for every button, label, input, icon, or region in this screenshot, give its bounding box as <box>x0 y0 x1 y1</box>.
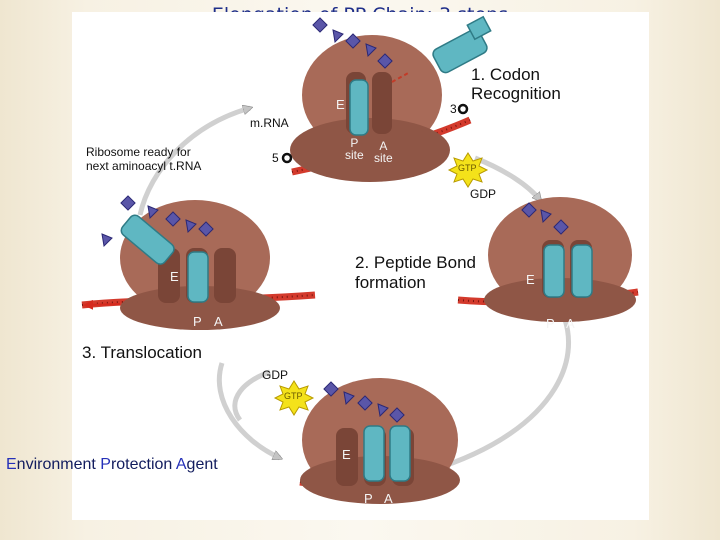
a-label-bottom: A <box>384 491 393 506</box>
footer-seg-1: nvironment <box>16 456 101 473</box>
a-label-left: A <box>214 314 223 329</box>
ribosome-bottom <box>300 378 460 504</box>
e-site-label-bottom: E <box>342 447 351 462</box>
gdp-label-right: GDP <box>470 187 497 201</box>
gtp-label-top: GTP <box>458 163 477 173</box>
incoming-trna <box>432 15 492 74</box>
p-label-right: P <box>546 316 555 331</box>
footer-seg-0: E <box>6 456 17 473</box>
step-translocation: 3. Translocation <box>82 343 203 362</box>
e-site-label-top: E <box>336 97 345 112</box>
footer-seg-2: P <box>100 456 111 473</box>
a-site-label: A site <box>374 139 393 165</box>
footer-seg-5: gent <box>186 456 218 473</box>
gtp-label-bottom: GTP <box>284 391 303 401</box>
p-label-left: P <box>193 314 202 329</box>
a-label-right: A <box>566 316 575 331</box>
three-prime-end-icon <box>457 103 469 115</box>
step-peptide-bond: 2. Peptide Bond formation <box>355 253 476 292</box>
ribosome-ready-label: Ribosome ready for next aminoacyl t.RNA <box>86 145 202 174</box>
step-codon-recognition: 1. Codon Recognition <box>471 65 561 104</box>
e-site-label-right: E <box>526 272 535 287</box>
five-prime-end-icon <box>281 152 293 164</box>
p-site-label: P site <box>345 136 364 162</box>
polypeptide-chains <box>101 17 569 423</box>
footer-credit: Environment Protection Agent <box>6 456 218 474</box>
three-prime-label: 3 <box>450 102 457 116</box>
gtp-star-bottom <box>273 380 315 416</box>
gdp-label-bottom: GDP <box>262 368 289 382</box>
ribosome-left <box>120 200 280 330</box>
ribosome-right <box>484 197 636 322</box>
e-site-label-left: E <box>170 269 179 284</box>
footer-seg-4: A <box>175 456 187 473</box>
ribosome-top <box>290 35 450 182</box>
five-prime-label: 5 <box>272 151 279 165</box>
footer-seg-3: rotection <box>110 456 176 473</box>
gtp-star-top <box>447 152 489 188</box>
p-label-bottom: P <box>364 491 373 506</box>
mrna-label: m.RNA <box>250 116 289 130</box>
